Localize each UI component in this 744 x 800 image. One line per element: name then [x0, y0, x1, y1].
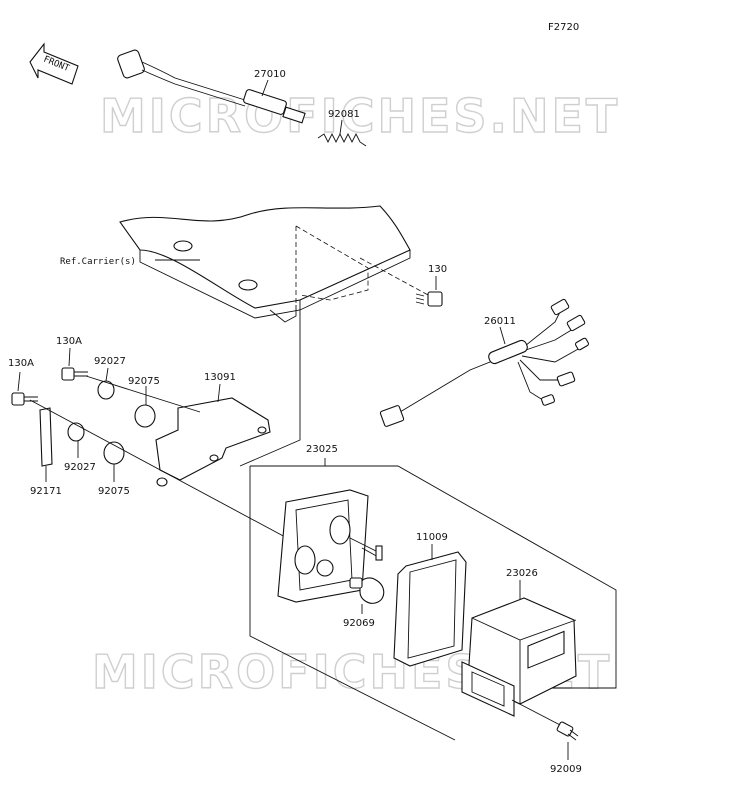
label-11009: 11009 — [416, 532, 448, 543]
bulb-92069-part — [349, 577, 385, 604]
spring-92081-part — [317, 132, 367, 147]
lens-11009-part — [393, 551, 467, 667]
bolt-130a-upper-part — [61, 367, 88, 381]
label-130a-upper: 130A — [56, 336, 82, 347]
label-130: 130 — [428, 264, 447, 275]
assembly-outline — [250, 465, 617, 689]
label-27010: 27010 — [254, 69, 286, 80]
lens-assy-23026-part — [461, 597, 577, 717]
bracket-13091-part — [155, 397, 271, 487]
figure-code: F2720 — [548, 22, 579, 33]
bolt-130a-left-part — [11, 392, 38, 406]
label-92075-upper: 92075 — [128, 376, 160, 387]
label-13091: 13091 — [204, 372, 236, 383]
lamp-housing-part — [277, 489, 383, 603]
reference-label: Ref.Carrier(s) — [60, 257, 136, 267]
label-26011: 26011 — [484, 316, 516, 327]
carrier-plate-part — [119, 205, 411, 323]
label-92171: 92171 — [30, 486, 62, 497]
label-92069: 92069 — [343, 618, 375, 629]
plate-92171-part — [39, 407, 53, 467]
label-92075-lower: 92075 — [98, 486, 130, 497]
label-92027-lower: 92027 — [64, 462, 96, 473]
watermark-top: MICROFICHES.NET — [100, 89, 620, 143]
front-arrow-icon: FRONT — [29, 42, 79, 85]
label-92081: 92081 — [328, 109, 360, 120]
label-92009: 92009 — [550, 764, 582, 775]
collar-92027-lower-part — [67, 422, 85, 442]
harness-27010-part — [117, 49, 306, 124]
label-92027-upper: 92027 — [94, 356, 126, 367]
harness-26011-part — [379, 298, 590, 427]
label-130a-left: 130A — [8, 358, 34, 369]
label-23026: 23026 — [506, 568, 538, 579]
screw-92009-part — [511, 699, 579, 741]
bolt-130-part — [415, 291, 443, 307]
grommet-92075-upper-part — [134, 404, 156, 428]
label-23025: 23025 — [306, 444, 338, 455]
